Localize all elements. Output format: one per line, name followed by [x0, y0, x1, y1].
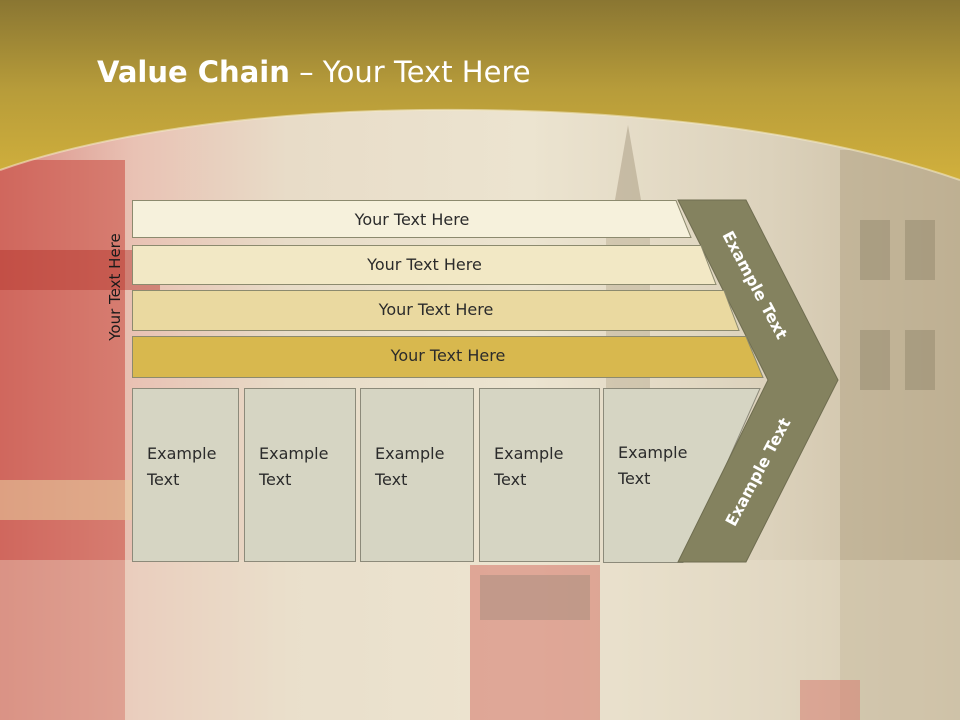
row-2-shape	[132, 245, 717, 285]
row-1: Your Text Here	[132, 200, 692, 238]
box-1-line1: Example	[147, 444, 217, 463]
activity-box-5: Example Text	[618, 440, 687, 492]
row-3: Your Text Here	[132, 290, 740, 331]
row-4-label: Your Text Here	[390, 345, 506, 365]
box-2-line1: Example	[259, 444, 329, 463]
row-2: Your Text Here	[132, 245, 717, 285]
activity-box-3: Example Text	[360, 388, 474, 562]
row-3-label: Your Text Here	[378, 299, 494, 319]
box-2-line2: Text	[259, 470, 292, 489]
page-title: Value Chain – Your Text Here	[97, 55, 531, 89]
row-4: Your Text Here	[132, 336, 764, 378]
row-1-shape	[132, 200, 692, 238]
box-4-line2: Text	[494, 470, 527, 489]
activity-box-4: Example Text	[479, 388, 600, 562]
box-3-line2: Text	[375, 470, 408, 489]
title-rest: – Your Text Here	[289, 55, 531, 89]
box-1-line2: Text	[147, 470, 180, 489]
side-label: Your Text Here	[106, 233, 124, 341]
box-5-line1: Example	[618, 443, 688, 462]
box-5-line2: Text	[618, 469, 651, 488]
row-4-shape	[132, 336, 764, 378]
box-3-line1: Example	[375, 444, 445, 463]
box-4-line1: Example	[494, 444, 564, 463]
row-3-shape	[132, 290, 740, 331]
activity-box-1: Example Text	[132, 388, 239, 562]
row-2-label: Your Text Here	[367, 254, 482, 274]
row-1-label: Your Text Here	[354, 209, 470, 229]
title-bold: Value Chain	[97, 55, 290, 89]
margin-chevron	[677, 199, 839, 563]
activity-box-2: Example Text	[244, 388, 356, 562]
